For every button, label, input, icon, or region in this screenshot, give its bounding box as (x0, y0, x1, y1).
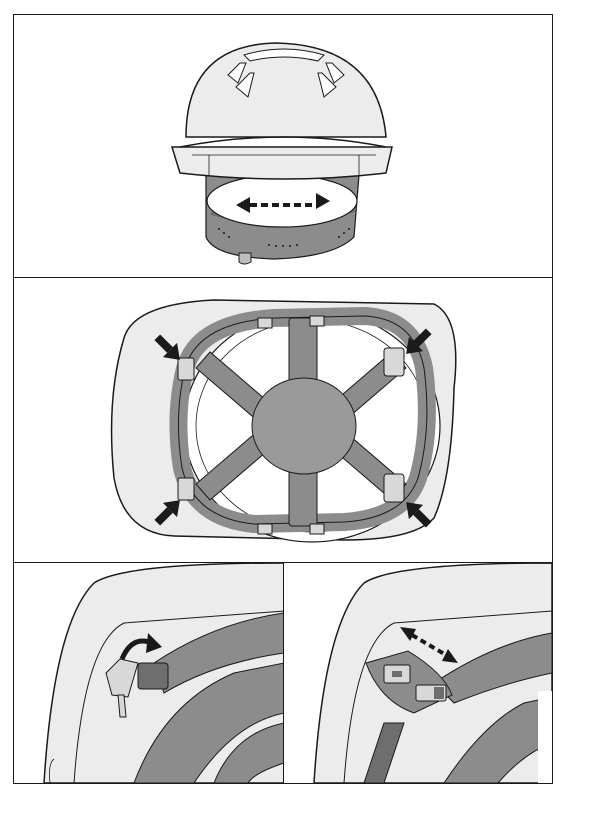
helmet-rear-view-illustration (14, 15, 552, 277)
helmet-underside-illustration (14, 278, 552, 562)
clip-detail-illustration (14, 563, 284, 783)
crown-pad (252, 378, 356, 474)
slider-detail-illustration (284, 563, 552, 783)
panel-helmet-underside-view (14, 278, 552, 563)
panel-clip-detail (14, 563, 284, 783)
panel-slider-detail (284, 563, 552, 783)
figure-frame (13, 14, 553, 784)
panel-helmet-rear-view (14, 15, 552, 278)
